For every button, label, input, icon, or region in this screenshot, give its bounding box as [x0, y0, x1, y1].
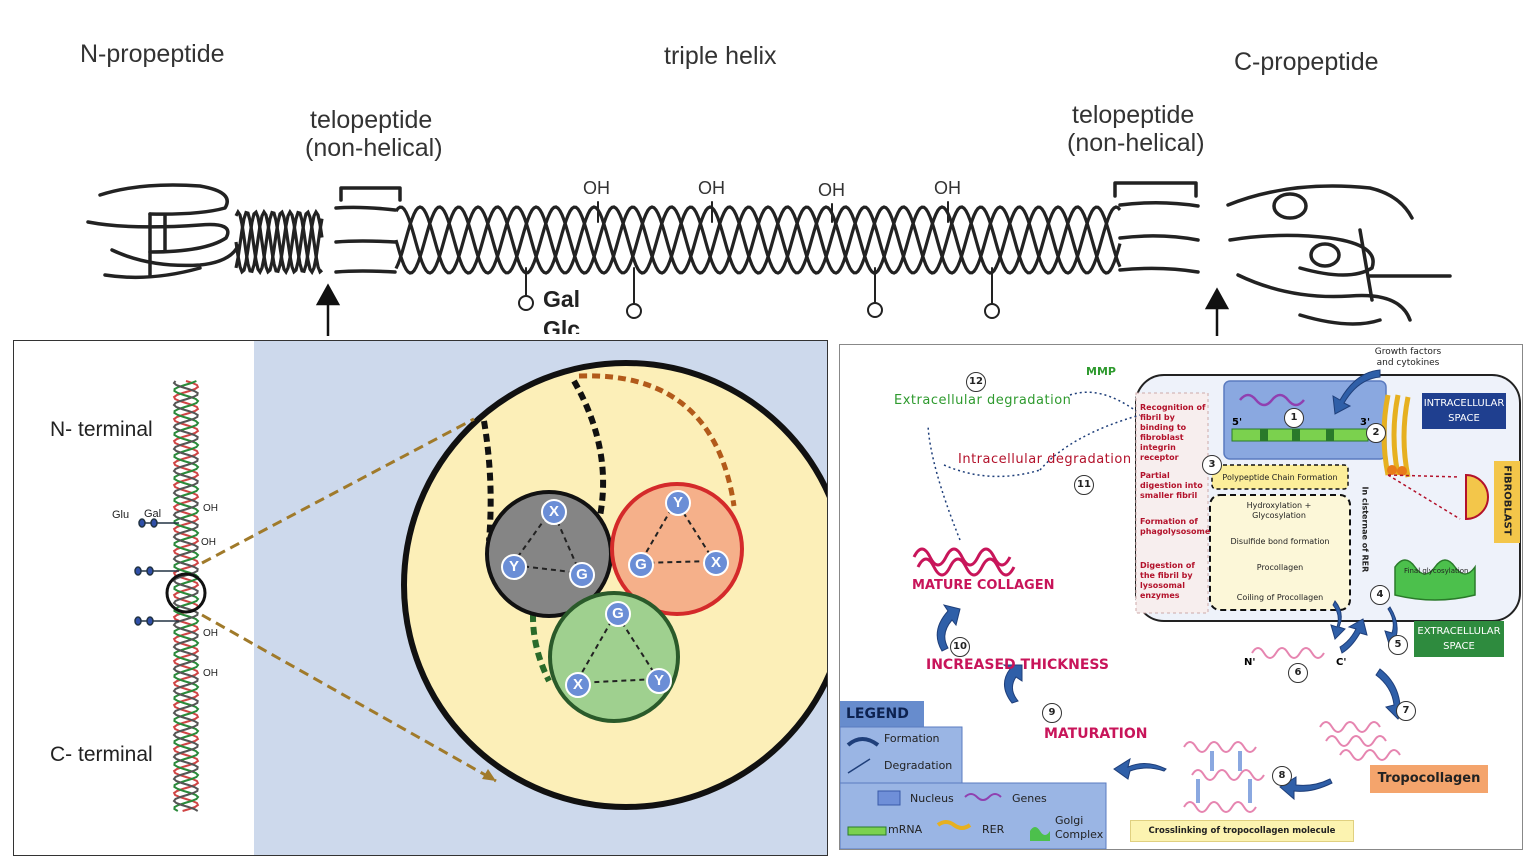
increased-thickness-label: INCREASED THICKNESS	[926, 657, 1109, 673]
crosslinking-box: Crosslinking of tropocollagen molecule	[1130, 820, 1354, 842]
step-number-1: 1	[1284, 408, 1304, 428]
mmp-label: MMP	[1086, 365, 1116, 378]
top-oh-label-4: OH	[934, 178, 961, 198]
disulfide-label: Disulfide bond formation	[1230, 537, 1330, 546]
telopeptide-left-label: telopeptide	[310, 106, 433, 134]
extracellular-space-box: EXTRACELLULAR SPACE	[1414, 621, 1504, 657]
top-oh-label-2: OH	[698, 178, 725, 198]
step-number-7: 7	[1396, 701, 1416, 721]
maturation-label: MATURATION	[1044, 726, 1148, 742]
green-node-y: Y	[646, 668, 672, 694]
intracellular-space-box: INTRACELLULAR SPACE	[1422, 393, 1506, 429]
step-number-11: 11	[1074, 475, 1094, 495]
triple-helix-label: triple helix	[664, 42, 777, 70]
step-number-9: 9	[1042, 703, 1062, 723]
n-propeptide-label: N-propeptide	[80, 40, 225, 68]
intracellular-degradation-label: Intracellular degradation	[958, 452, 1132, 467]
step-number-3: 3	[1202, 455, 1222, 475]
partial-digestion-text: Partial digestion into smaller fibril	[1140, 471, 1203, 500]
bl-oh-2: OH	[201, 537, 216, 548]
legend-formation: Formation	[884, 732, 940, 745]
bl-oh-3: OH	[203, 628, 218, 639]
top-oh-label-1: OH	[583, 178, 610, 198]
green-node-g: G	[605, 601, 631, 627]
triple-helix-detail-panel: X Y G Y G X G X Y N- terminal C- termina…	[13, 340, 828, 856]
red-node-y: Y	[665, 490, 691, 516]
collagen-helix-drawing	[86, 181, 1452, 336]
growth-factors-label: Growth factors and cytokines	[1374, 347, 1442, 368]
nonhelical-right-label: (non-helical)	[1067, 129, 1205, 157]
top-collagen-structure-panel: N-propeptide triple helix C-propeptide t…	[0, 0, 1536, 336]
procollagen-label: Procollagen	[1256, 563, 1304, 572]
step-number-5: 5	[1388, 635, 1408, 655]
step-number-2: 2	[1366, 423, 1386, 443]
legend-genes: Genes	[1012, 792, 1047, 805]
nonhelical-left-label: (non-helical)	[305, 134, 443, 162]
tropocollagen-box: Tropocollagen	[1370, 765, 1488, 793]
fibroblast-label: FIBROBLAST	[1501, 465, 1513, 536]
legend-mrna: mRNA	[888, 823, 923, 836]
polypeptide-chain-label: Polypeptide Chain Formation	[1222, 473, 1338, 482]
cisternae-label: In cisternae of RER	[1360, 486, 1370, 573]
grey-node-g: G	[569, 562, 595, 588]
red-node-x: X	[703, 550, 729, 576]
legend-golgi: Golgi Complex	[1055, 814, 1104, 841]
n-terminal-label: N- terminal	[50, 418, 153, 441]
legend-degradation: Degradation	[884, 759, 953, 772]
step-number-6: 6	[1288, 663, 1308, 683]
legend-nucleus: Nucleus	[910, 792, 954, 805]
hydroxylation-label: Hydroxylation + Glycosylation	[1246, 501, 1312, 520]
gal-small-label: Gal	[144, 508, 162, 520]
gal-label: Gal	[543, 286, 581, 312]
final-glycosylation-label: Final glycosylation	[1404, 567, 1469, 575]
fibroblast-box	[1494, 461, 1520, 543]
extracellular-degradation-label: Extracellular degradation	[894, 393, 1072, 408]
grey-node-y: Y	[501, 554, 527, 580]
lifecycle-drawing	[840, 369, 1521, 849]
red-node-g: G	[628, 552, 654, 578]
collagen-lifecycle-panel: Growth factors and cytokines MMP Extrace…	[839, 344, 1523, 850]
top-oh-label-3: OH	[818, 180, 845, 200]
step-number-4: 4	[1370, 585, 1390, 605]
bl-oh-1: OH	[203, 503, 218, 514]
formation-phagolysosome-text: Formation of phagolysosome	[1140, 517, 1211, 536]
five-prime-label: 5'	[1232, 417, 1243, 428]
c-prime-label: C'	[1336, 657, 1347, 668]
bl-oh-4: OH	[203, 668, 218, 679]
telopeptide-right-label: telopeptide	[1072, 101, 1195, 129]
c-terminal-label: C- terminal	[50, 743, 153, 766]
n-prime-label: N'	[1244, 657, 1256, 668]
c-propeptide-label: C-propeptide	[1234, 48, 1379, 76]
green-node-x: X	[565, 672, 591, 698]
coiling-label: Coiling of Procollagen	[1236, 593, 1324, 602]
legend-rer: RER	[982, 823, 1005, 836]
three-prime-label: 3'	[1360, 417, 1371, 428]
step-number-8: 8	[1272, 766, 1292, 786]
grey-node-x: X	[541, 499, 567, 525]
mature-collagen-label: MATURE COLLAGEN	[912, 578, 1055, 593]
legend-title: LEGEND	[846, 706, 909, 722]
glc-label: Glc	[543, 316, 581, 334]
digestion-fibril-text: Digestion of the fibril by lysosomal enz…	[1140, 561, 1195, 600]
glu-label: Glu	[112, 509, 130, 521]
step-number-10: 10	[950, 637, 970, 657]
step-number-12: 12	[966, 372, 986, 392]
recognition-text: Recognition of fibril by binding to fibr…	[1140, 403, 1206, 462]
